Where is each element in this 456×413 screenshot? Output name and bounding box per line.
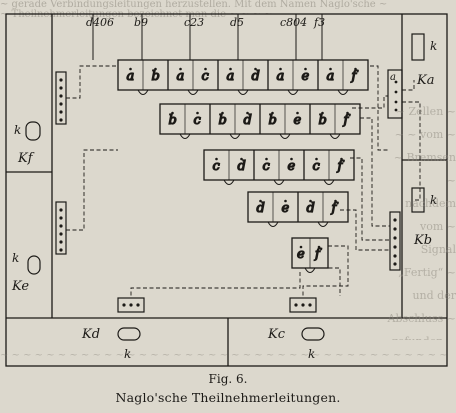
jack-label: b <box>269 113 277 128</box>
jack-label: b <box>152 69 160 84</box>
jack-label: a <box>177 69 185 84</box>
wire-label-c23: c23 <box>184 16 204 29</box>
jack-label: d <box>257 201 265 216</box>
jack-label: a <box>127 69 135 84</box>
jack-label: e <box>294 113 302 128</box>
terminal-letter: a <box>390 72 396 83</box>
wire-label-d406: d406 <box>86 16 114 29</box>
jack-label: c <box>213 159 221 174</box>
station-label-Kd: Kd <box>81 327 100 342</box>
station-label-Ka: Ka <box>416 73 434 88</box>
jack-label: f <box>331 201 339 216</box>
jack-label: c <box>313 159 321 174</box>
station-label-Kb: Kb <box>413 233 432 248</box>
station-key-Ke: k <box>12 251 19 265</box>
jack-label: b <box>319 113 327 128</box>
jack-label: a <box>227 69 235 84</box>
jack-label: c <box>202 69 210 84</box>
jack-label: a <box>327 69 335 84</box>
station-key-Kf: k <box>14 123 21 137</box>
wire-label-f3: f3 <box>313 16 325 29</box>
jack-label: c <box>263 159 271 174</box>
wire-label-b9: b9 <box>134 16 148 29</box>
jack-label: f <box>337 159 345 174</box>
jack-label: d <box>307 201 315 216</box>
station-label-Kf: Kf <box>17 151 35 166</box>
station-label-Ke: Ke <box>11 279 29 294</box>
jack-label: f <box>314 247 322 262</box>
station-key-Kc: k <box>308 347 315 361</box>
jack-label: f <box>343 113 351 128</box>
jack-label: e <box>302 69 310 84</box>
jack-label: c <box>194 113 202 128</box>
jack-label: d <box>244 113 252 128</box>
jack-label: d <box>252 69 260 84</box>
jack-label: b <box>219 113 227 128</box>
station-label-Kc: Kc <box>267 327 286 342</box>
jack-label: b <box>169 113 177 128</box>
station-key-Kb: k <box>430 193 437 207</box>
wire-label-c804: c804 <box>280 16 307 29</box>
jack-label: e <box>297 247 305 262</box>
station-key-Kd: k <box>124 347 131 361</box>
jack-label: e <box>288 159 296 174</box>
station-key-Ka: k <box>430 39 437 53</box>
figure-number: Fig. 6. <box>208 372 248 386</box>
jack-label: a <box>277 69 285 84</box>
bleed-through-text-bottom: ~ ~ ~ ~ ~ ~ ~ ~ ~ ~ ~ ~ ~ ~ ~ ~ ~ ~ ~ ~ … <box>0 352 448 361</box>
bleed-through-text-right: ~ Zellen ~~ ~ vom ~~ Bremsen ~nachdem vo… <box>387 105 456 340</box>
jack-label: f <box>351 69 359 84</box>
jack-label: e <box>282 201 290 216</box>
figure-caption: Naglo'sche Theilnehmerleitungen. <box>115 390 341 405</box>
jack-label: d <box>238 159 246 174</box>
wire-label-d5: d5 <box>230 16 244 29</box>
room-outline <box>5 13 448 367</box>
